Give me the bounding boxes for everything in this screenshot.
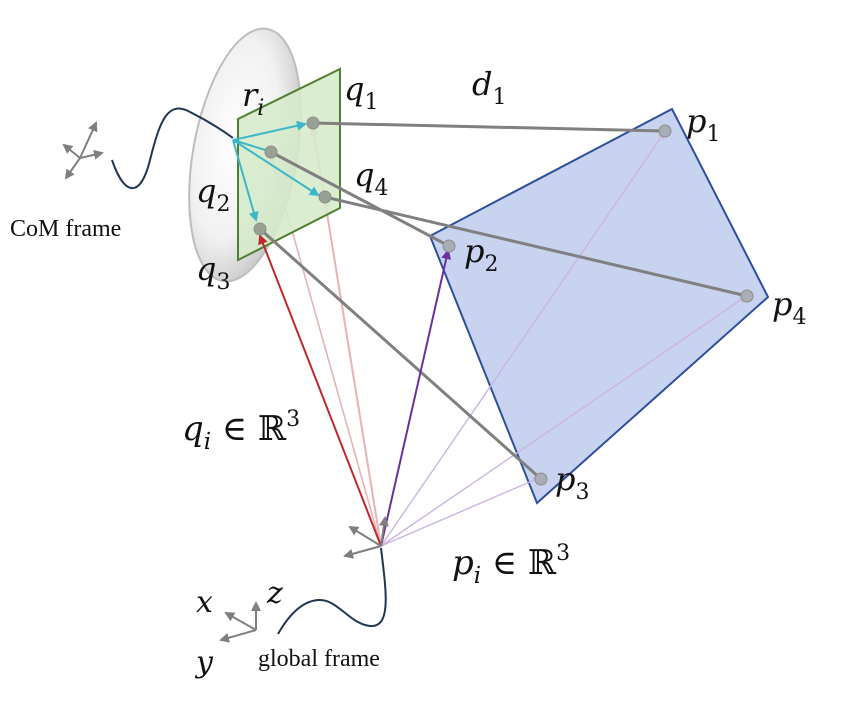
global-frame-axes	[219, 601, 261, 643]
axis-z-label: z	[266, 576, 283, 611]
point-p3	[534, 472, 548, 486]
label-q3: q3	[196, 250, 230, 295]
point-q4	[318, 190, 332, 204]
label-q-set: qi ∈ ℝ3	[182, 407, 300, 455]
point-p1	[658, 124, 672, 138]
target-quadrilateral	[428, 107, 770, 505]
axis-y-label: y	[194, 645, 214, 680]
label-r-i: ri	[242, 76, 264, 121]
label-p1: p1	[686, 102, 720, 147]
com-frame-label: CoM frame	[10, 216, 121, 242]
points	[253, 116, 754, 486]
faint-vectors	[268, 125, 747, 547]
global-cable	[277, 547, 387, 635]
label-p-set: pi ∈ ℝ3	[452, 541, 570, 589]
axis-x-label: x	[196, 585, 213, 620]
point-p4	[740, 289, 754, 303]
label-d1: d1	[472, 65, 506, 110]
point-q2	[264, 145, 278, 159]
global-frame-label: global frame	[258, 646, 380, 672]
q-vector	[258, 234, 382, 547]
com-cable	[111, 107, 234, 190]
label-p3: p3	[555, 460, 589, 505]
label-p4: p4	[772, 285, 806, 330]
p-vector	[380, 249, 452, 547]
com-frame-axes	[62, 121, 104, 180]
label-q2: q2	[196, 172, 230, 217]
label-p2: p2	[464, 232, 498, 277]
correspondence-lines	[259, 121, 748, 481]
global-origin-axes	[343, 516, 389, 559]
point-q1	[306, 116, 320, 130]
label-q1: q1	[344, 70, 378, 115]
label-q4: q4	[354, 156, 388, 201]
point-p2	[442, 239, 456, 253]
point-q3	[253, 222, 267, 236]
